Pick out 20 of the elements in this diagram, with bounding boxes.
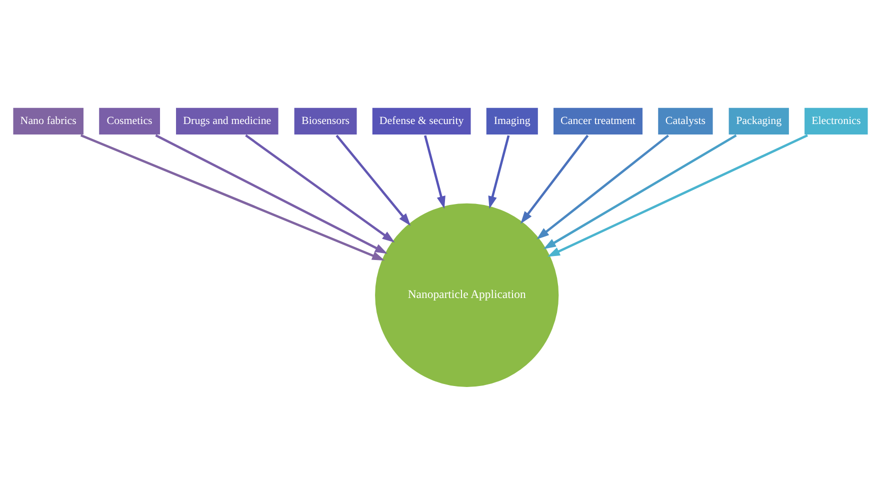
arrow [155, 134, 388, 254]
node-box: Packaging [727, 106, 790, 136]
arrow [488, 135, 510, 209]
node-box: Cosmetics [98, 106, 162, 136]
arrow [543, 134, 737, 250]
node-box: Electronics [802, 106, 870, 136]
node-box: Catalysts [656, 106, 714, 136]
arrow [245, 134, 395, 242]
arrow [536, 134, 670, 240]
arrow [547, 134, 808, 257]
arrow [336, 134, 411, 226]
node-box: Cancer treatment [552, 106, 644, 136]
arrow [424, 135, 446, 209]
node-box: Nano fabrics [12, 106, 86, 136]
node-box: Biosensors [292, 106, 358, 136]
arrow [520, 134, 589, 224]
node-box: Drugs and medicine [174, 106, 280, 136]
arrow [80, 134, 385, 260]
node-box: Imaging [484, 106, 540, 136]
node-box: Defense & security [370, 106, 472, 136]
